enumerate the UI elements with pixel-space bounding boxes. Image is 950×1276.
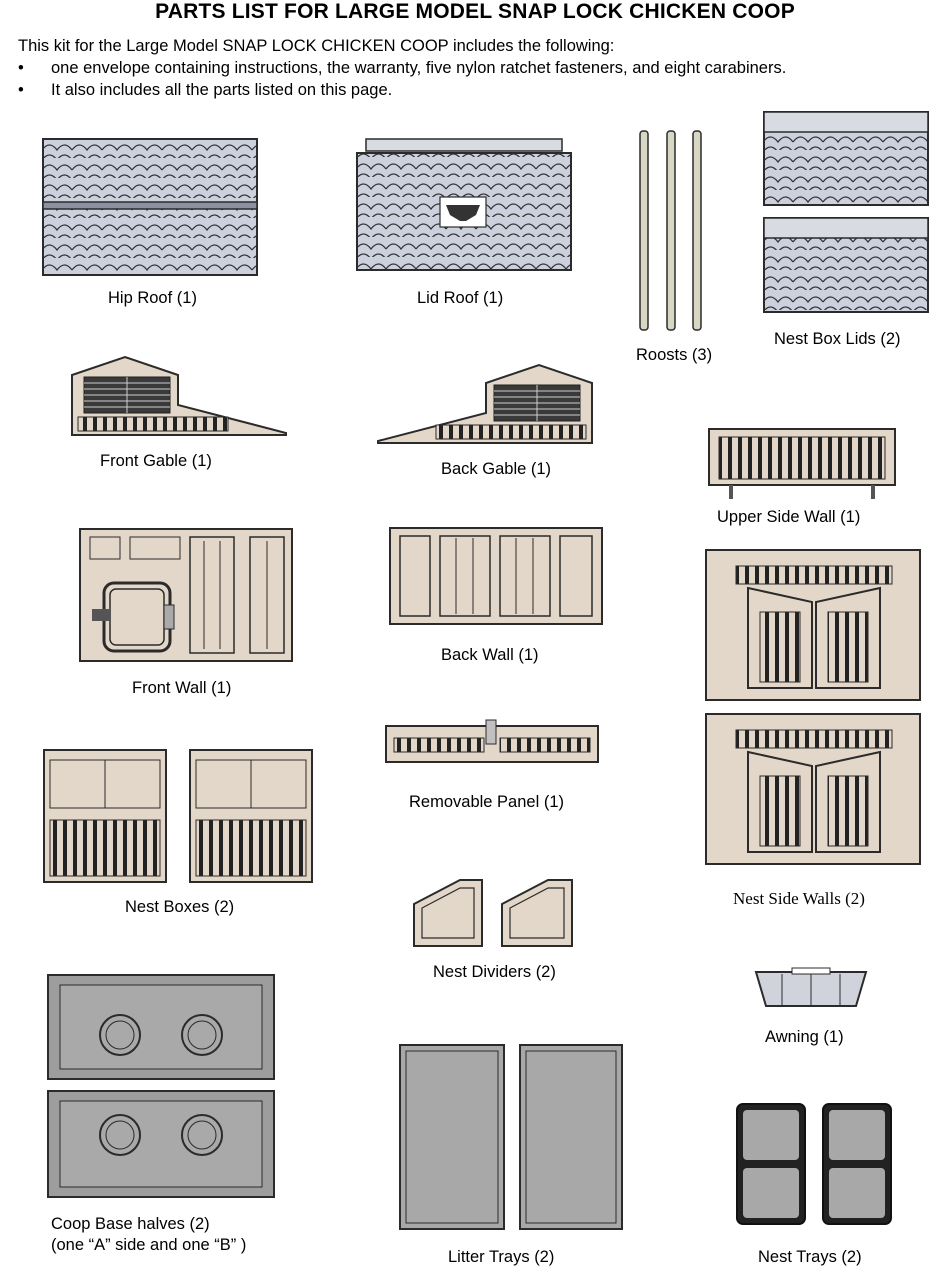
front-wall-label: Front Wall (1) (132, 679, 232, 697)
back-gable-drawing (377, 363, 593, 444)
upper-side-wall-label: Upper Side Wall (1) (717, 508, 861, 526)
hip-roof-drawing (42, 138, 258, 276)
nest-dividers-drawing (413, 879, 573, 947)
nest-boxes-drawing (43, 749, 313, 883)
litter-trays-label: Litter Trays (2) (448, 1248, 555, 1266)
hip-roof-label: Hip Roof (1) (108, 289, 197, 307)
litter-trays-drawing (399, 1044, 623, 1230)
upper-side-wall-drawing (708, 428, 896, 499)
front-wall-drawing (79, 528, 293, 662)
nest-trays-drawing (736, 1103, 892, 1225)
nest-trays-label: Nest Trays (2) (758, 1248, 862, 1266)
roosts-drawing (639, 130, 702, 331)
nest-dividers-label: Nest Dividers (2) (433, 963, 556, 981)
removable-panel-label: Removable Panel (1) (409, 793, 564, 811)
front-gable-drawing (71, 355, 287, 436)
coop-base-label: Coop Base halves (2) (51, 1215, 210, 1233)
nest-box-lids-label: Nest Box Lids (2) (774, 330, 901, 348)
bullet-text: one envelope containing instructions, th… (51, 59, 787, 77)
page-title: PARTS LIST FOR LARGE MODEL SNAP LOCK CHI… (155, 0, 795, 23)
lid-roof-drawing (356, 138, 572, 271)
back-wall-drawing (389, 527, 603, 625)
coop-base-drawing (47, 974, 275, 1198)
bullet-dot: • (18, 59, 24, 77)
back-gable-label: Back Gable (1) (441, 460, 552, 478)
nest-side-walls-drawing (705, 549, 921, 865)
roosts-label: Roosts (3) (636, 346, 713, 364)
awning-label: Awning (1) (765, 1028, 844, 1046)
intro-text: This kit for the Large Model SNAP LOCK C… (18, 37, 615, 55)
bullet-text: It also includes all the parts listed on… (51, 81, 393, 99)
bullet-dot: • (18, 81, 24, 99)
lid-roof-label: Lid Roof (1) (417, 289, 504, 307)
front-gable-label: Front Gable (1) (100, 452, 212, 470)
awning-drawing (754, 967, 868, 1007)
back-wall-label: Back Wall (1) (441, 646, 539, 664)
nest-side-walls-label: Nest Side Walls (2) (733, 889, 865, 908)
removable-panel-drawing (385, 719, 599, 763)
nest-boxes-label: Nest Boxes (2) (125, 898, 235, 916)
coop-base-note: (one “A” side and one “B” ) (51, 1236, 247, 1254)
nest-box-lids-drawing (763, 111, 929, 313)
